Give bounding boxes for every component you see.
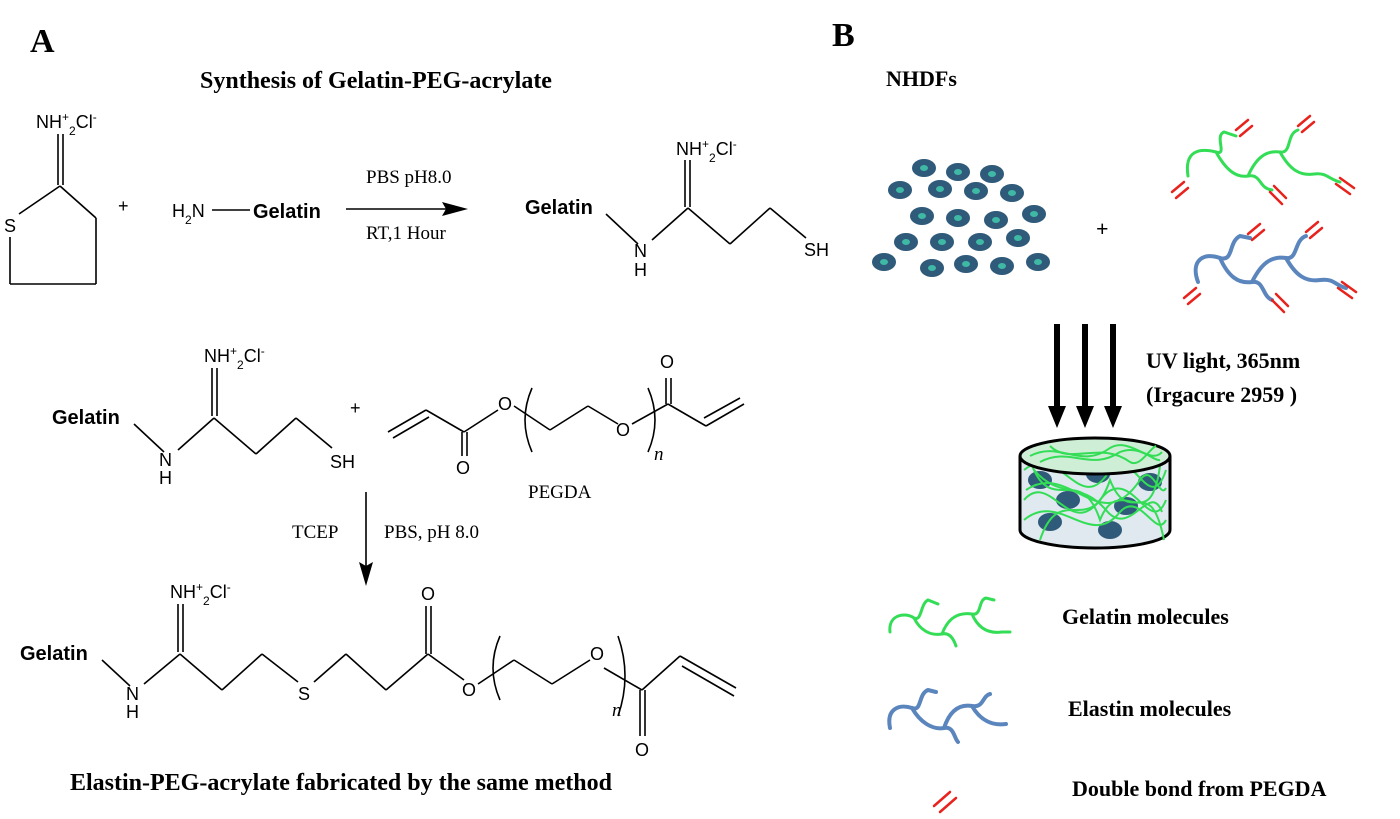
legend-gelatin-label: Gelatin molecules	[1062, 604, 1229, 629]
reaction2-arrowhead	[359, 562, 373, 586]
product1-gelatin-label: Gelatin	[525, 197, 593, 219]
svg-text:NH+2Cl-: NH+2Cl-	[204, 344, 265, 372]
gelatin-polymer-cluster	[1185, 128, 1342, 192]
reaction2-condition-right: PBS, pH 8.0	[384, 522, 479, 543]
svg-text:H: H	[126, 702, 139, 722]
panel-a-title: Synthesis of Gelatin-PEG-acrylate	[200, 68, 552, 94]
svg-text:n: n	[654, 444, 664, 465]
cell	[946, 163, 970, 181]
svg-text:O: O	[498, 394, 512, 414]
panel-b-plus: +	[1096, 216, 1109, 241]
cell	[1006, 229, 1030, 247]
reaction2-condition-left: TCEP	[292, 522, 338, 543]
nhdf-cells	[872, 159, 1050, 277]
cell	[964, 182, 988, 200]
svg-text:n: n	[612, 700, 622, 721]
amine-gelatin: H2N Gelatin	[172, 201, 321, 227]
cell	[894, 233, 918, 251]
legend-double-bond-label: Double bond from PEGDA	[1072, 776, 1327, 801]
svg-text:NH+2Cl-: NH+2Cl-	[676, 137, 737, 165]
product1-thiol: SH	[804, 240, 829, 260]
svg-text:O: O	[456, 458, 470, 478]
gelatin-peg-acrylate-product: NH+2Cl- Gelatin N H S O O O	[20, 580, 737, 760]
svg-text:O: O	[635, 740, 649, 760]
cell	[1022, 205, 1046, 223]
reaction-1: NH+2Cl- S + H2N Gelatin P	[4, 110, 829, 285]
hydrogel-cylinder	[1018, 436, 1172, 550]
svg-text:Gelatin: Gelatin	[20, 643, 88, 665]
svg-text:H: H	[159, 468, 172, 488]
reaction1-condition-top: PBS pH8.0	[366, 167, 452, 188]
svg-text:O: O	[660, 352, 674, 372]
cell	[930, 233, 954, 251]
panel-a: A Synthesis of Gelatin-PEG-acrylate NH+2…	[4, 23, 829, 796]
svg-text:O: O	[616, 420, 630, 440]
thiolated-gelatin-structure: NH+2Cl- Gelatin N H SH	[525, 137, 829, 280]
panel-a-label: A	[30, 23, 55, 60]
cell	[954, 255, 978, 273]
svg-text:O: O	[462, 680, 476, 700]
cell	[980, 165, 1004, 183]
svg-text:Gelatin: Gelatin	[52, 407, 120, 429]
cell	[888, 181, 912, 199]
iminium-nh-text: NH	[36, 112, 62, 132]
svg-text:O: O	[421, 584, 435, 604]
svg-text:+: +	[350, 398, 361, 418]
nhdfs-label: NHDFs	[886, 66, 957, 91]
reactant-thiolated-gelatin: NH+2Cl- Gelatin N H SH	[52, 344, 355, 488]
legend: Gelatin molecules Elastin molecules Doub…	[887, 596, 1327, 814]
cell	[984, 211, 1008, 229]
cell	[920, 259, 944, 277]
uv-light-label: UV light, 365nm	[1146, 348, 1300, 373]
svg-text:NH+2Cl-: NH+2Cl-	[36, 110, 97, 138]
reaction-2: NH+2Cl- Gelatin N H SH +	[52, 344, 745, 586]
panel-b: B NHDFs +	[832, 17, 1358, 814]
sulfur-atom: S	[4, 216, 16, 236]
cell	[1000, 184, 1024, 202]
svg-text:H2N: H2N	[172, 201, 205, 227]
svg-text:N: N	[634, 241, 647, 261]
reagent-gelatin-label: Gelatin	[253, 201, 321, 223]
svg-text:NH+2Cl-: NH+2Cl-	[170, 580, 231, 608]
svg-text:SH: SH	[330, 452, 355, 472]
panel-b-label: B	[832, 17, 855, 54]
legend-item-elastin: Elastin molecules	[887, 687, 1232, 744]
photoinitiator-label: (Irgacure 2959 )	[1146, 382, 1297, 407]
reaction1-plus: +	[118, 196, 129, 216]
panel-a-caption: Elastin-PEG-acrylate fabricated by the s…	[70, 770, 613, 796]
pegda-label: PEGDA	[528, 482, 592, 503]
cell	[1026, 253, 1050, 271]
cell	[946, 209, 970, 227]
cell	[990, 257, 1014, 275]
cell	[912, 159, 936, 177]
svg-text:N: N	[126, 684, 139, 704]
elastin-polymer-cluster	[1193, 233, 1348, 302]
svg-text:O: O	[590, 644, 604, 664]
cell	[968, 233, 992, 251]
cell	[872, 253, 896, 271]
gelatin-double-bonds	[1170, 114, 1356, 206]
iminothiolane-structure: NH+2Cl- S	[4, 110, 97, 285]
svg-text:H: H	[634, 260, 647, 280]
reaction1-arrowhead	[442, 202, 468, 216]
svg-text:N: N	[159, 450, 172, 470]
legend-item-gelatin: Gelatin molecules	[888, 596, 1229, 648]
reaction1-condition-bottom: RT,1 Hour	[366, 223, 446, 244]
elastin-double-bonds	[1182, 220, 1358, 314]
cell	[928, 180, 952, 198]
cell	[910, 207, 934, 225]
legend-item-double-bond: Double bond from PEGDA	[932, 776, 1327, 814]
svg-text:S: S	[298, 684, 310, 704]
legend-elastin-label: Elastin molecules	[1068, 696, 1232, 721]
uv-light-arrows	[1048, 324, 1122, 428]
pegda-structure: O O O n O PEGDA	[387, 352, 745, 503]
